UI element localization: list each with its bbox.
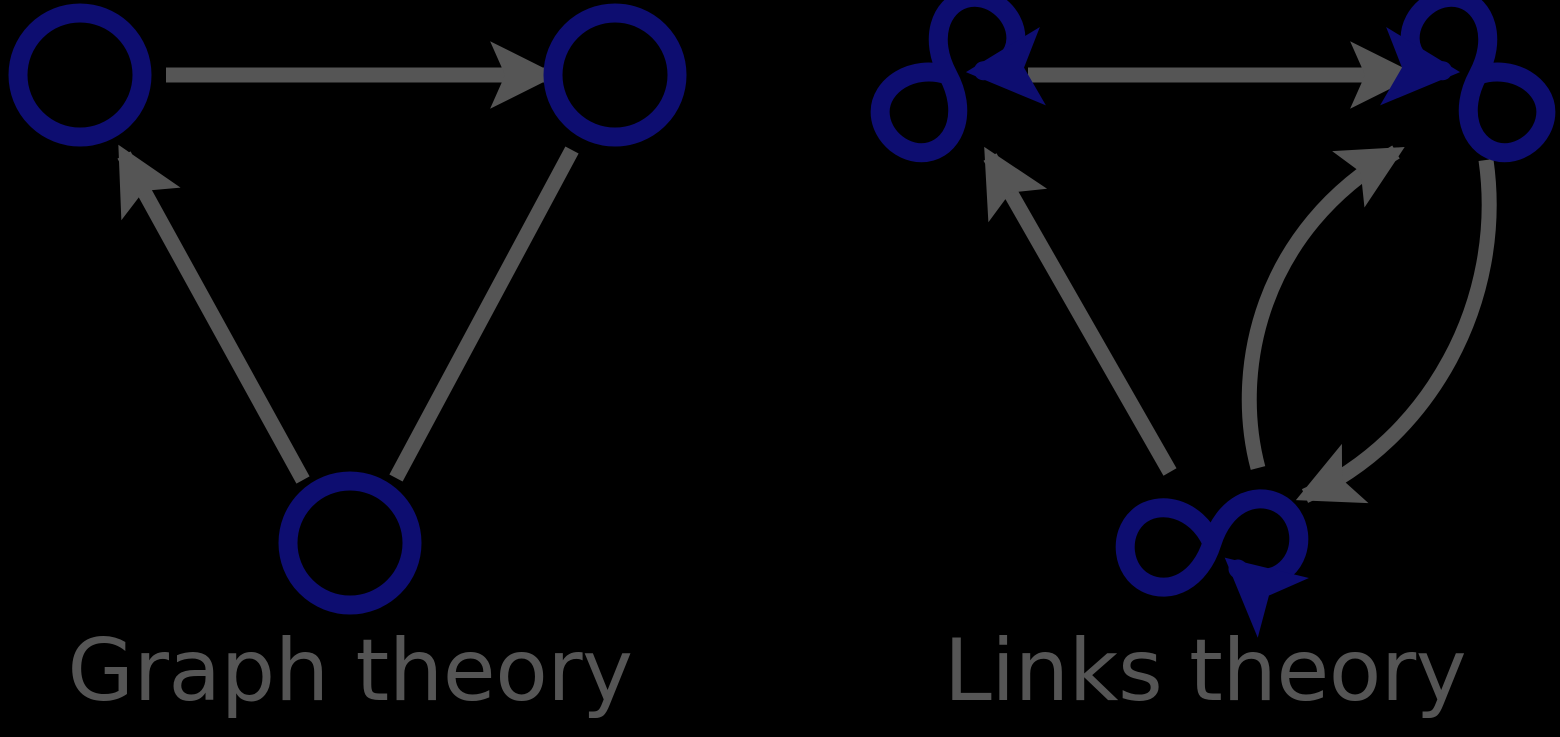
caption-links-theory: Links theory	[944, 621, 1466, 721]
circle-node-bottom[interactable]	[278, 471, 422, 615]
edge-link-bottom-to-top-left[interactable]	[983, 146, 1177, 476]
circle-node-top-right[interactable]	[543, 3, 687, 147]
infinity-loop-node-bottom[interactable]	[1115, 489, 1309, 638]
edge-link-bottom-to-top-right[interactable]	[1241, 145, 1405, 470]
panel-graph-theory: Graph theory	[8, 3, 687, 721]
edge-bottom-to-top-left[interactable]	[117, 144, 310, 484]
panel-links-theory: Links theory	[855, 0, 1560, 721]
graph-edges	[117, 41, 579, 484]
infinity-loop-path	[870, 0, 1046, 163]
graph-nodes	[8, 3, 687, 615]
links-edges	[983, 41, 1497, 504]
caption-graph-theory: Graph theory	[67, 621, 632, 721]
edge-link-top-right-to-bottom[interactable]	[1295, 158, 1497, 504]
infinity-loop-node-top-left[interactable]	[855, 0, 1046, 168]
edge-top-right-to-bottom[interactable]	[389, 146, 579, 482]
infinity-loop-node-top-right[interactable]	[1380, 0, 1560, 168]
links-nodes	[855, 0, 1560, 638]
infinity-loop-path	[1115, 489, 1309, 638]
circle-node-top-left[interactable]	[8, 3, 152, 147]
infinity-loop-path	[1380, 0, 1556, 163]
